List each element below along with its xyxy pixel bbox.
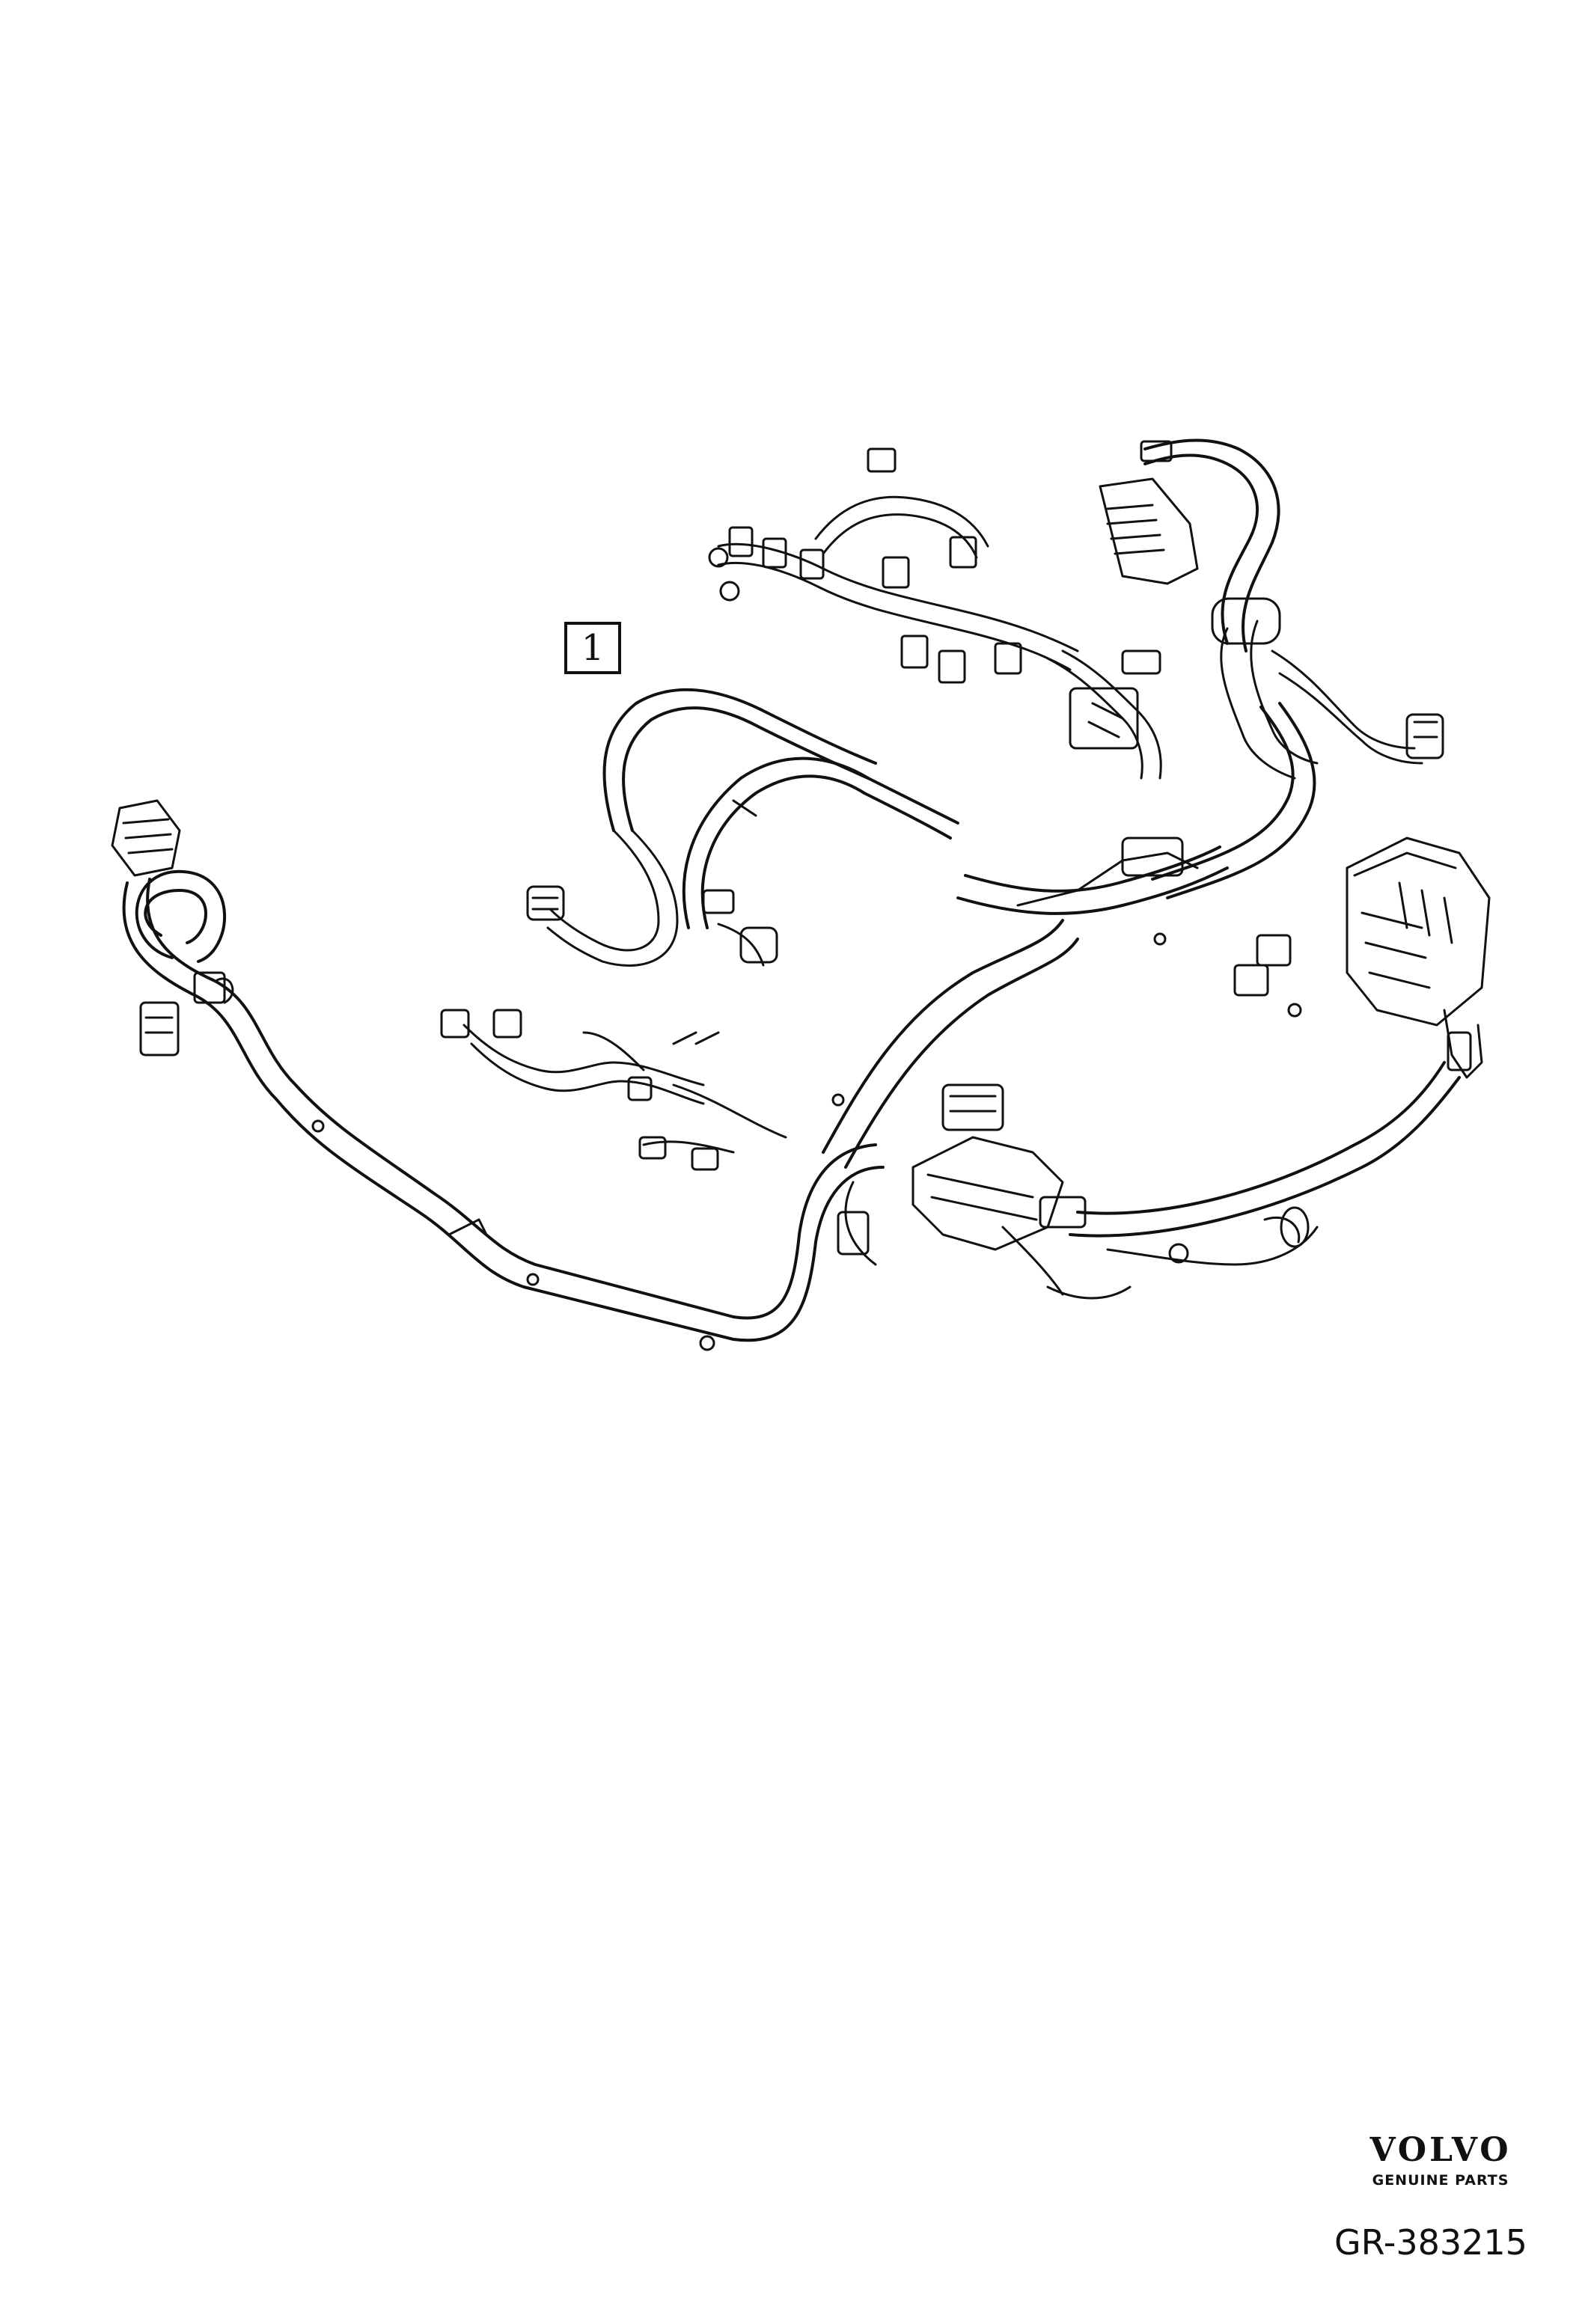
center-junction-block bbox=[837, 837, 1292, 1296]
volvo-logo: VOLVO bbox=[1369, 2131, 1512, 2169]
lower-sensor-branch bbox=[440, 1009, 787, 1171]
brand-block: VOLVO GENUINE PARTS bbox=[1347, 2132, 1534, 2189]
fuse-box bbox=[1346, 837, 1491, 1079]
reference-code: GR-383215 bbox=[1334, 2222, 1527, 2263]
left-connector-group bbox=[111, 799, 234, 1056]
harness-clips bbox=[311, 799, 1302, 1351]
upper-left-branch bbox=[526, 829, 778, 967]
ground-strap bbox=[1046, 1206, 1319, 1300]
upper-right-module bbox=[1099, 440, 1444, 780]
part-callout: 1 bbox=[564, 622, 621, 674]
main-harness-trunk bbox=[122, 438, 1461, 1342]
brand-tagline: GENUINE PARTS bbox=[1372, 2172, 1509, 2189]
top-connector-cluster bbox=[708, 447, 1162, 780]
callout-number: 1 bbox=[581, 627, 605, 669]
